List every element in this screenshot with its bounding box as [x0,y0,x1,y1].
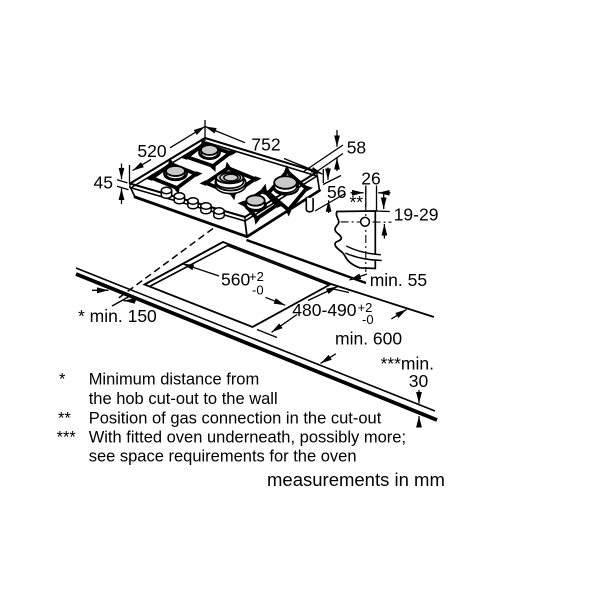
svg-text:19-29: 19-29 [394,205,439,225]
svg-text:30: 30 [409,371,429,391]
svg-text:520: 520 [137,141,166,161]
svg-text:*: * [59,371,66,389]
svg-text:**: ** [350,192,364,212]
svg-text:26: 26 [361,169,380,189]
svg-text:45: 45 [94,173,113,193]
svg-text:+2: +2 [358,300,373,315]
svg-text:***: *** [57,429,77,447]
svg-text:56: 56 [327,182,346,202]
svg-text:Minimum distance from: Minimum distance from [89,371,260,389]
svg-text:min. 55: min. 55 [370,270,427,290]
svg-text:58: 58 [347,138,366,158]
svg-text:***min.: ***min. [381,354,435,374]
svg-text:+2: +2 [249,269,264,284]
svg-text:560: 560 [221,270,250,290]
svg-text:-0: -0 [362,312,374,327]
svg-text:Position of gas connection in: Position of gas connection in the cut-ou… [89,410,382,428]
svg-text:see space requirements for the: see space requirements for the oven [89,448,357,466]
svg-text:752: 752 [251,135,280,155]
svg-text:With fitted oven underneath, p: With fitted oven underneath, possibly mo… [89,429,406,447]
svg-text:the hob cut-out to the wall: the hob cut-out to the wall [89,390,278,408]
svg-text:min. 600: min. 600 [335,329,402,349]
svg-text:**: ** [58,410,71,428]
svg-text:measurements in mm: measurements in mm [267,469,445,490]
svg-text:480-490: 480-490 [292,300,356,320]
svg-text:* min. 150: * min. 150 [78,306,157,326]
svg-text:-0: -0 [252,283,264,298]
